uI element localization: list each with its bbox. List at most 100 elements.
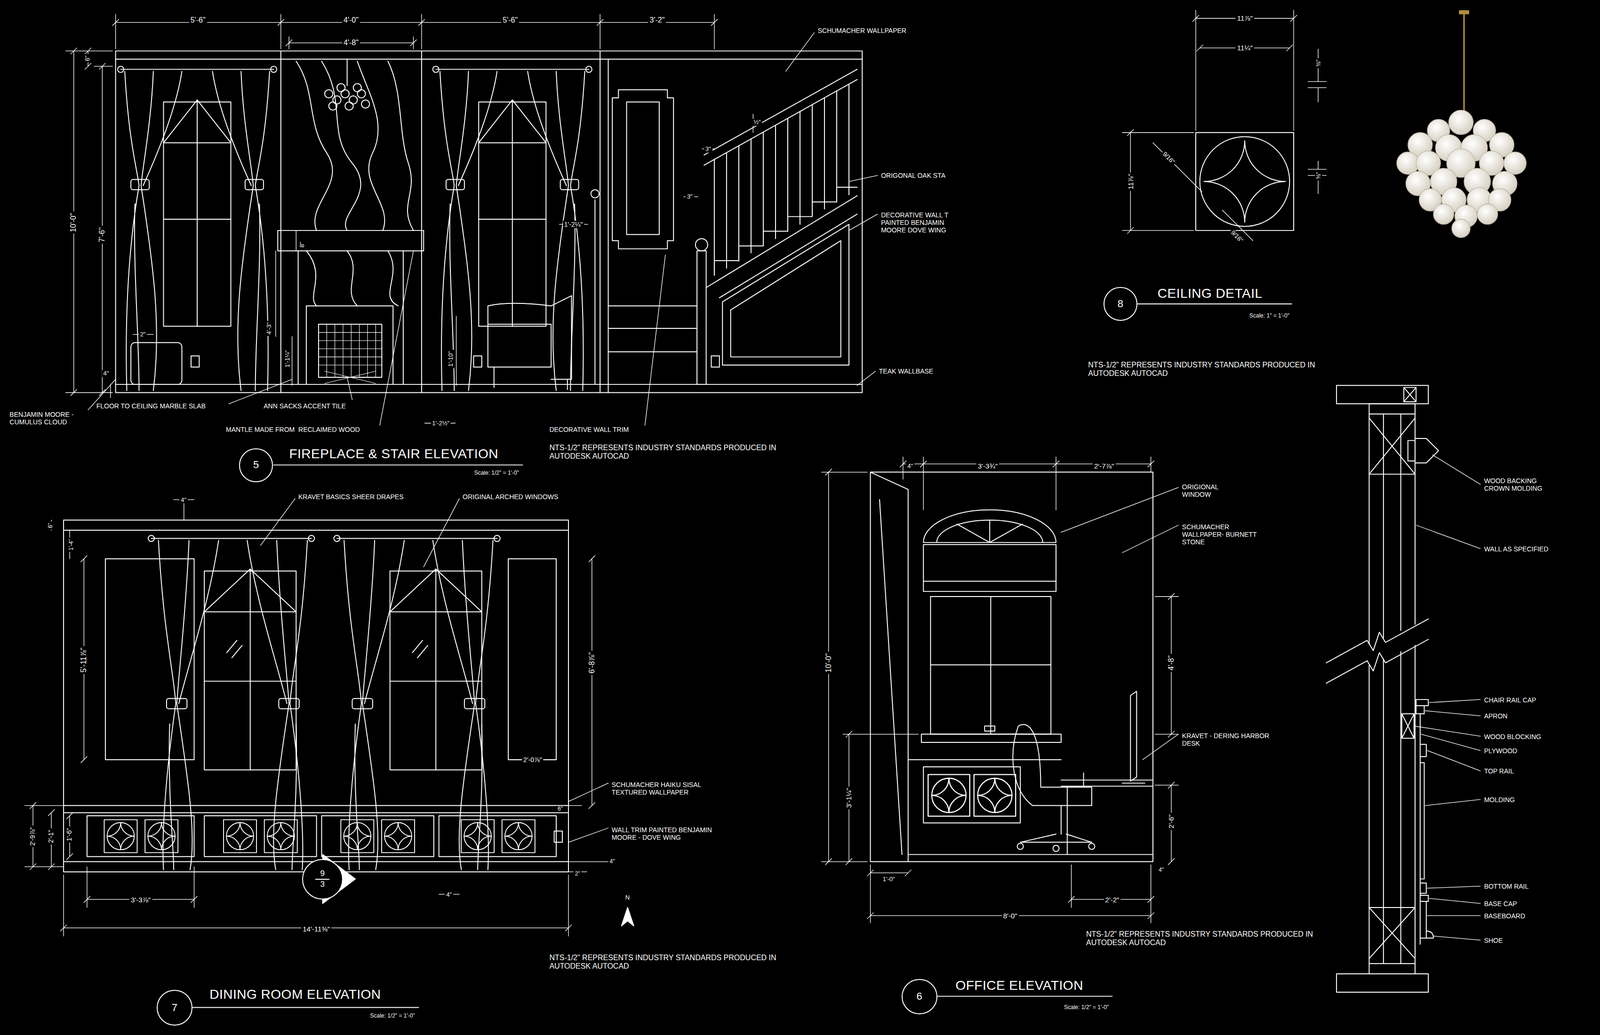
dimension-lines <box>65 14 718 396</box>
annotation: BENJAMIN MOORE - CUMULUS CLOUD <box>8 410 85 426</box>
dimension: 4'-8" <box>342 38 360 48</box>
view-number-bubble: 93 <box>302 859 344 901</box>
leader-lines <box>88 32 878 425</box>
dining-room-elevation <box>63 520 569 872</box>
dining-room-elevation <box>554 831 563 843</box>
dimension: 3'-3¾" <box>976 462 1000 471</box>
office-elevation <box>984 726 995 732</box>
chandelier-photo <box>1448 110 1474 135</box>
dimension: 8'-0" <box>1001 912 1019 921</box>
view-title: DINING ROOM ELEVATION <box>208 987 383 1003</box>
dimension: 4'-0" <box>342 16 360 25</box>
fireplace-stair-elevation <box>473 355 482 368</box>
window-with-drapes <box>212 71 270 391</box>
dimension: 11¼" <box>1235 43 1255 52</box>
view-title: CEILING DETAIL <box>1156 286 1264 302</box>
annotation: WALL AS SPECIFIED <box>1482 545 1551 553</box>
office-elevation <box>1053 845 1060 852</box>
office-elevation <box>1012 724 1092 843</box>
note: NTS-1/2" REPRESENTS INDUSTRY STANDARDS P… <box>1086 360 1322 379</box>
annotation: BOTTOM RAIL <box>1482 882 1531 891</box>
annotation: ANN SACKS ACCENT TILE <box>262 402 348 410</box>
office-elevation <box>923 580 1056 582</box>
dimension: 6'-8⅞" <box>587 651 596 676</box>
dimension: 1'-2½" <box>430 419 451 427</box>
window-with-drapes <box>270 66 277 73</box>
dining-room-elevation <box>621 907 634 927</box>
dining-room-elevation <box>24 498 634 1008</box>
dining-room-elevation <box>204 816 317 857</box>
chandelier-photo <box>1477 203 1498 224</box>
dimension: 4" <box>1157 867 1166 874</box>
office-elevation <box>821 456 1179 997</box>
fireplace-stair-elevation <box>332 96 341 104</box>
view-number: 5 <box>248 459 264 472</box>
fireplace-stair-elevation <box>277 230 424 251</box>
dimension: 4'-8" <box>1167 654 1176 673</box>
chandelier-photo <box>1396 152 1420 175</box>
office-elevation <box>1061 691 1153 856</box>
wall-section <box>1336 974 1429 993</box>
dimension: 2" <box>573 871 582 878</box>
dimension: ⅜" <box>1314 170 1322 181</box>
wall-section <box>1368 963 1416 975</box>
office-elevation <box>923 767 1021 824</box>
drawing-sheet <box>273 464 523 466</box>
view-title: OFFICE ELEVATION <box>953 978 1085 994</box>
window-with-drapes <box>158 540 219 871</box>
office-elevation <box>821 456 1179 924</box>
fireplace-stair-elevation <box>704 69 857 166</box>
dimension: 1'-6" <box>65 826 73 843</box>
annotation: FLOOR TO CEILING MARBLE SLAB <box>95 402 208 410</box>
annotation: TOP RAIL <box>1482 767 1516 776</box>
annotation: KRAVET BASICS SHEER DRAPES <box>296 493 406 501</box>
leader-lines <box>88 32 878 425</box>
ceiling-detail <box>1122 10 1327 241</box>
dining-room-elevation <box>461 819 495 853</box>
ceiling-detail <box>1122 10 1327 304</box>
wall-section <box>1368 418 1416 960</box>
ceiling-detail <box>1137 303 1292 305</box>
dimension: 6" <box>556 806 565 813</box>
window-with-drapes <box>117 66 277 391</box>
office-elevation <box>974 774 1016 816</box>
chandelier-photo <box>1463 12 1465 115</box>
dimension: 2'-9⅞" <box>28 825 37 848</box>
dimension: 4" <box>608 858 617 866</box>
dimension: 4" <box>905 462 915 470</box>
annotation: TEAK WALLBASE <box>877 367 935 376</box>
dimension: 4" <box>102 369 111 377</box>
office-elevation <box>923 544 1056 592</box>
dimension: 4" <box>179 496 188 504</box>
wall-section <box>1403 387 1416 402</box>
window-with-drapes <box>151 537 312 539</box>
dimension: 11⅞" <box>1126 172 1135 191</box>
scale-note: Scale: 1" = 1'-0" <box>1248 312 1291 320</box>
dimension: 10'-0" <box>824 652 833 675</box>
dimension: 10'-0" <box>69 211 78 234</box>
note: NTS-1/2" REPRESENTS INDUSTRY STANDARDS P… <box>547 953 783 971</box>
fireplace-stair-elevation <box>432 66 592 391</box>
dining-room-elevation <box>24 499 613 937</box>
chandelier-photo <box>1396 110 1527 238</box>
annotation: SHOE <box>1482 936 1505 945</box>
office-elevation <box>921 596 1062 743</box>
dimension: 1'-1¼" <box>284 349 292 370</box>
note: NTS-1/2" REPRESENTS INDUSTRY STANDARDS P… <box>547 443 783 461</box>
dimension: 1'-0" <box>881 876 897 884</box>
annotation: SCHUMACHER HAIKU SISAL TEXTURED WALLPAPE… <box>610 781 728 797</box>
dining-room-elevation <box>104 819 137 853</box>
dimension: 7'-6" <box>97 225 107 244</box>
dimension: 11⅞" <box>1235 14 1255 23</box>
annotation: DECORATIVE WALL T PAINTED BENJAMIN MOORE… <box>879 211 961 234</box>
view-number: 8 <box>1112 298 1128 311</box>
window-with-drapes <box>124 71 182 391</box>
window-with-drapes <box>130 179 150 190</box>
dimension: 4'-3" <box>265 320 273 336</box>
note: NTS-1/2" REPRESENTS INDUSTRY STANDARDS P… <box>1084 930 1320 948</box>
view-number-bubble: 6 <box>901 979 938 1016</box>
dining-room-elevation <box>502 819 536 853</box>
fireplace-stair-elevation <box>349 96 358 104</box>
